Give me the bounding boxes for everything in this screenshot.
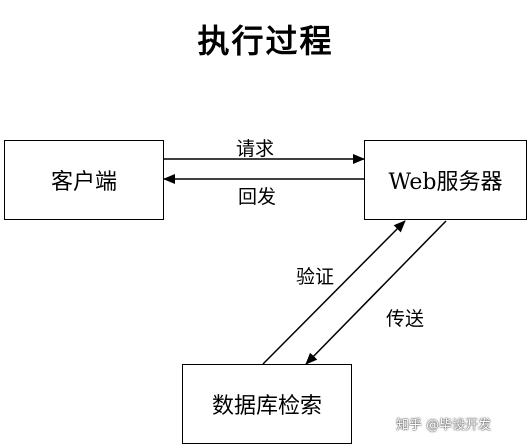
client-node: 客户端: [4, 140, 164, 220]
response-label: 回发: [238, 186, 277, 208]
server-node-label: Web服务器: [388, 170, 503, 195]
server-node: Web服务器: [364, 140, 527, 220]
database-node-label: 数据库检索: [211, 394, 322, 419]
verify-arrow: [262, 220, 406, 365]
request-label: 请求: [236, 138, 275, 160]
database-node: 数据库检索: [182, 364, 352, 444]
transfer-label: 传送: [386, 308, 425, 330]
verify-label: 验证: [296, 266, 335, 288]
client-node-label: 客户端: [50, 170, 117, 195]
watermark: 知乎 @毕设开发: [396, 418, 492, 433]
diagram-title: 执行过程: [197, 22, 334, 60]
transfer-arrow: [305, 220, 447, 365]
